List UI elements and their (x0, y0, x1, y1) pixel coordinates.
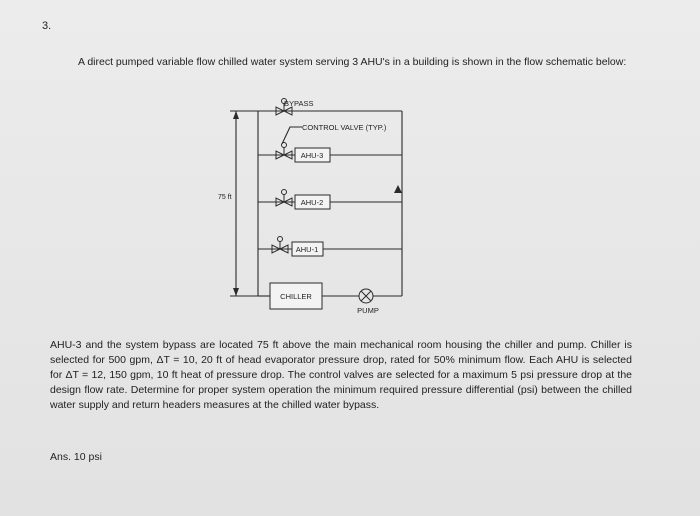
question-number: 3. (42, 20, 52, 32)
question-body: AHU-3 and the system bypass are located … (50, 339, 632, 411)
ahu3-control-valve-icon (275, 142, 293, 160)
ahu1-control-valve-icon (271, 236, 289, 254)
flow-arrow-icon (394, 185, 402, 193)
ahu2-box (294, 194, 331, 210)
height-label: 75 ft (218, 194, 232, 201)
ahu1-label: AHU-1 (296, 245, 319, 254)
bypass-valve-icon (275, 98, 293, 116)
pump-label: PUMP (357, 306, 379, 315)
ahu2-control-valve-icon (275, 189, 293, 207)
ahu3-box (294, 147, 331, 163)
ahu2-label: AHU-2 (301, 198, 324, 207)
answer-text: Ans. 10 psi (50, 451, 102, 463)
chiller-label: CHILLER (280, 292, 312, 301)
pump-icon (358, 288, 374, 304)
ahu1-box (291, 241, 324, 257)
control-valve-label: CONTROL VALVE (TYP.) (302, 123, 387, 132)
chiller-box (269, 282, 323, 310)
bypass-label: BYPASS (284, 99, 313, 108)
question-intro: A direct pumped variable flow chilled wa… (78, 56, 627, 68)
ahu3-label: AHU-3 (301, 151, 324, 160)
